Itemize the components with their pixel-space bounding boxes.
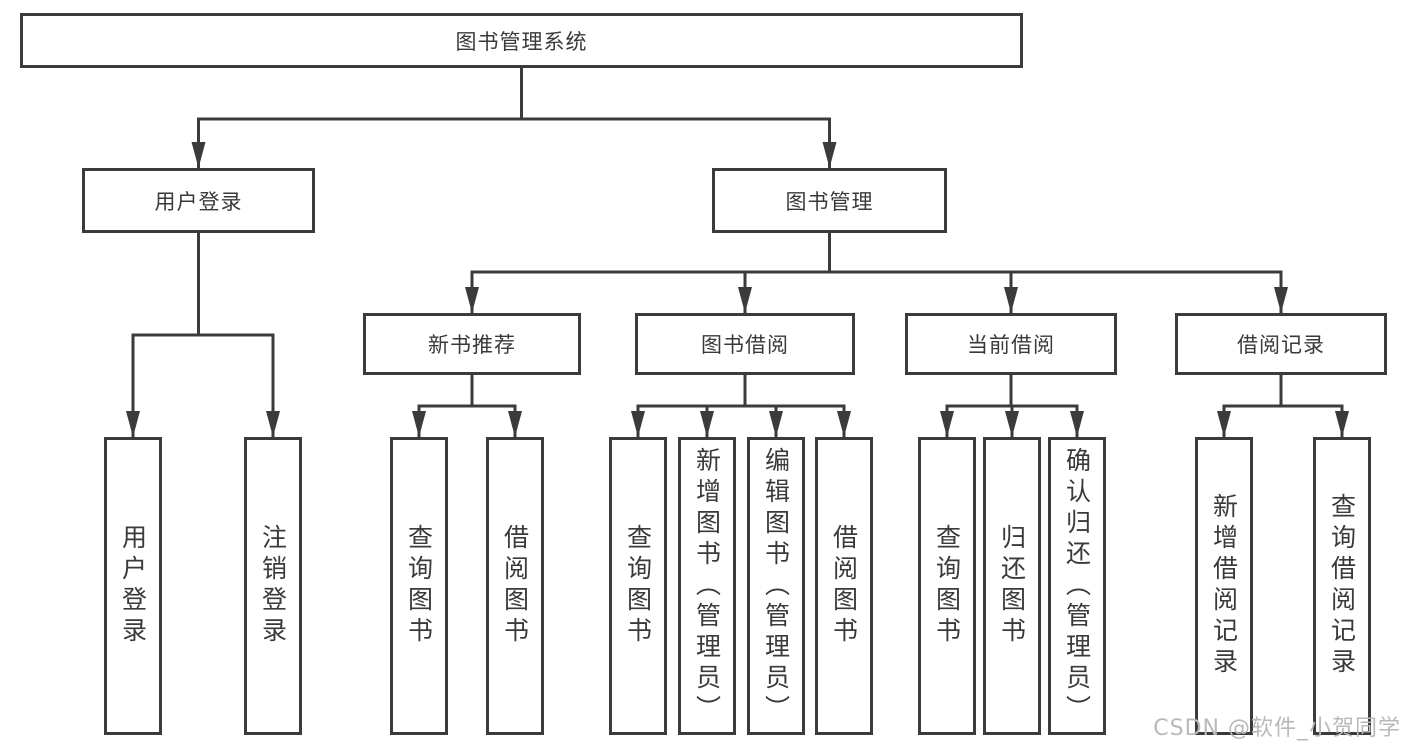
- leaf-borrow-books-recommend: 借阅图书: [486, 437, 544, 735]
- leaf-edit-book-admin: 编辑图书（管理员）: [747, 437, 805, 735]
- leaf-logout: 注销登录: [244, 437, 302, 735]
- node-user-login: 用户登录: [82, 168, 315, 233]
- node-borrowing-records: 借阅记录: [1175, 313, 1387, 375]
- leaf-user-login: 用户登录: [104, 437, 162, 735]
- node-new-book-recommend: 新书推荐: [363, 313, 581, 375]
- leaf-add-book-admin: 新增图书（管理员）: [678, 437, 736, 735]
- connector-book-borrowing: [631, 373, 851, 439]
- connector-root: [191, 66, 837, 170]
- leaf-query-books-current: 查询图书: [918, 437, 976, 735]
- connector-user-login: [126, 231, 280, 439]
- node-book-borrowing: 图书借阅: [635, 313, 855, 375]
- leaf-return-books: 归还图书: [983, 437, 1041, 735]
- leaf-add-borrow-record: 新增借阅记录: [1195, 437, 1253, 735]
- connector-current-borrowing: [940, 373, 1084, 439]
- watermark-text: CSDN @软件_小贺同学: [1153, 716, 1401, 741]
- leaf-query-books-borrowing: 查询图书: [609, 437, 667, 735]
- connector-book-management: [465, 231, 1288, 315]
- leaf-confirm-return-admin: 确认归还（管理员）: [1048, 437, 1106, 735]
- leaf-borrow-books-borrowing: 借阅图书: [815, 437, 873, 735]
- leaf-query-books-recommend: 查询图书: [390, 437, 448, 735]
- node-root: 图书管理系统: [20, 13, 1023, 68]
- node-current-borrowing: 当前借阅: [905, 313, 1117, 375]
- node-book-management: 图书管理: [712, 168, 947, 233]
- connector-borrowing-records: [1217, 373, 1349, 439]
- leaf-query-borrow-record: 查询借阅记录: [1313, 437, 1371, 735]
- connector-new-book-recommend: [412, 373, 522, 439]
